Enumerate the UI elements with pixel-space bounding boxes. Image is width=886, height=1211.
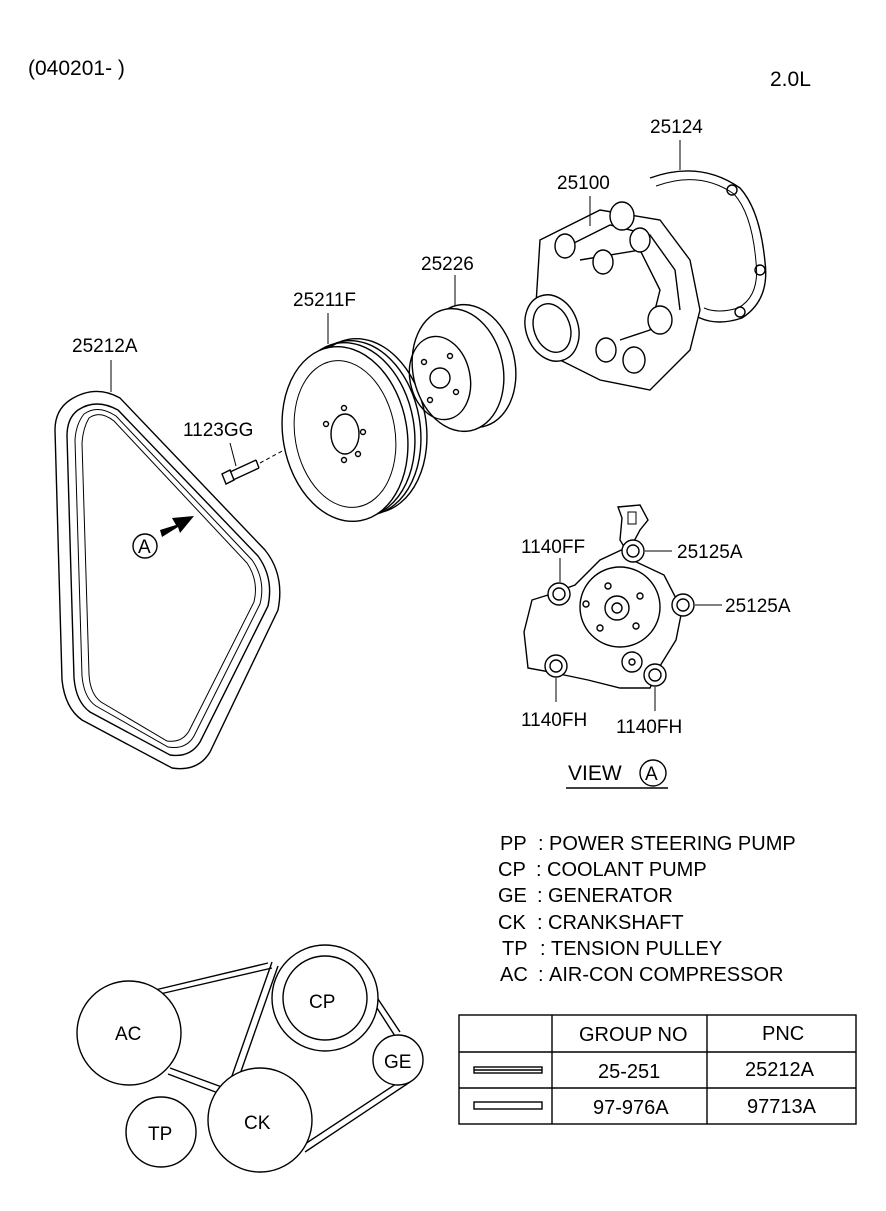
legend-code: GE bbox=[498, 885, 527, 907]
pump-pulley-part-number: 25226 bbox=[421, 254, 474, 275]
legend-sep: : bbox=[538, 833, 544, 855]
pulley-ck-label: CK bbox=[244, 1113, 271, 1134]
pulley-ge[interactable]: GE bbox=[372, 1034, 424, 1086]
legend-code: CK bbox=[498, 912, 526, 934]
pulley-tp-label: TP bbox=[148, 1124, 172, 1145]
legend-code: PP bbox=[500, 833, 527, 855]
water-pump-25100[interactable] bbox=[516, 201, 701, 391]
view-a-arrow: A bbox=[132, 516, 194, 559]
view-a-marker-letter: A bbox=[645, 764, 658, 785]
label-1140fh-left: 1140FH bbox=[521, 710, 587, 731]
label-25125a-top: 25125A bbox=[677, 542, 743, 563]
pulley-25226[interactable] bbox=[401, 296, 527, 440]
legend-sep: : bbox=[537, 885, 543, 907]
pump-part-number: 25100 bbox=[557, 173, 610, 194]
table-cell-group-no: 97-976A bbox=[593, 1097, 669, 1119]
table-row[interactable]: 25-251 25212A bbox=[473, 1059, 815, 1083]
bolt-part-number: 1123GG bbox=[183, 420, 253, 441]
legend-sep: : bbox=[540, 938, 546, 960]
pulley-ac-label: AC bbox=[115, 1024, 141, 1045]
view-a-bolt-holes[interactable] bbox=[544, 539, 695, 687]
legend-text: AIR-CON COMPRESSOR bbox=[549, 964, 783, 986]
legend-sep: : bbox=[536, 859, 542, 881]
arrow-marker-letter: A bbox=[138, 537, 151, 558]
pulley-tp[interactable]: TP bbox=[125, 1096, 197, 1168]
legend-sep: : bbox=[538, 964, 544, 986]
label-1140ff: 1140FF bbox=[521, 537, 585, 558]
table-header-pnc: PNC bbox=[762, 1023, 804, 1045]
legend-code: AC bbox=[500, 964, 528, 986]
model-code: (040201- ) bbox=[28, 57, 125, 80]
pulley-cp-label: CP bbox=[309, 992, 335, 1013]
pulley-part-number: 25211F bbox=[293, 290, 356, 311]
table-cell-pnc: 97713A bbox=[747, 1096, 817, 1118]
table-row[interactable]: 97-976A 97713A bbox=[473, 1096, 817, 1119]
legend-text: POWER STEERING PUMP bbox=[549, 833, 796, 855]
pulley-25211f[interactable] bbox=[269, 329, 441, 532]
legend-sep: : bbox=[537, 912, 543, 934]
pnc-table: GROUP NO PNC 25-251 25212A 97-976A 97713… bbox=[458, 1014, 857, 1125]
pulley-ac[interactable]: AC bbox=[76, 980, 182, 1086]
view-a-title: VIEW bbox=[568, 762, 622, 785]
engine-label: 2.0L bbox=[770, 68, 811, 91]
label-25125a-right: 25125A bbox=[725, 596, 791, 617]
drive-belt[interactable] bbox=[54, 390, 281, 770]
table-cell-group-no: 25-251 bbox=[598, 1061, 660, 1083]
component-legend: PP : POWER STEERING PUMP CP : COOLANT PU… bbox=[498, 833, 796, 986]
pulley-ck[interactable]: CK bbox=[207, 1067, 313, 1173]
label-1140fh-right: 1140FH bbox=[616, 717, 682, 738]
pulley-cp[interactable]: CP bbox=[271, 944, 379, 1052]
legend-text: GENERATOR bbox=[548, 885, 673, 907]
bolt-leader bbox=[229, 442, 237, 467]
table-cell-pnc: 25212A bbox=[745, 1059, 815, 1081]
legend-text: TENSION PULLEY bbox=[551, 938, 722, 960]
pulley-ge-label: GE bbox=[384, 1052, 411, 1073]
legend-text: COOLANT PUMP bbox=[547, 859, 707, 881]
table-header-group-no: GROUP NO bbox=[579, 1024, 688, 1046]
legend-code: CP bbox=[498, 859, 526, 881]
view-a-marker-circle bbox=[639, 759, 667, 787]
belt-style-single-icon bbox=[473, 1101, 543, 1110]
legend-text: CRANKSHAFT bbox=[548, 912, 684, 934]
gasket-25124[interactable] bbox=[649, 170, 767, 323]
belt-part-number: 25212A bbox=[72, 336, 138, 357]
gasket-part-number: 25124 bbox=[650, 117, 703, 138]
legend-code: TP bbox=[502, 938, 528, 960]
